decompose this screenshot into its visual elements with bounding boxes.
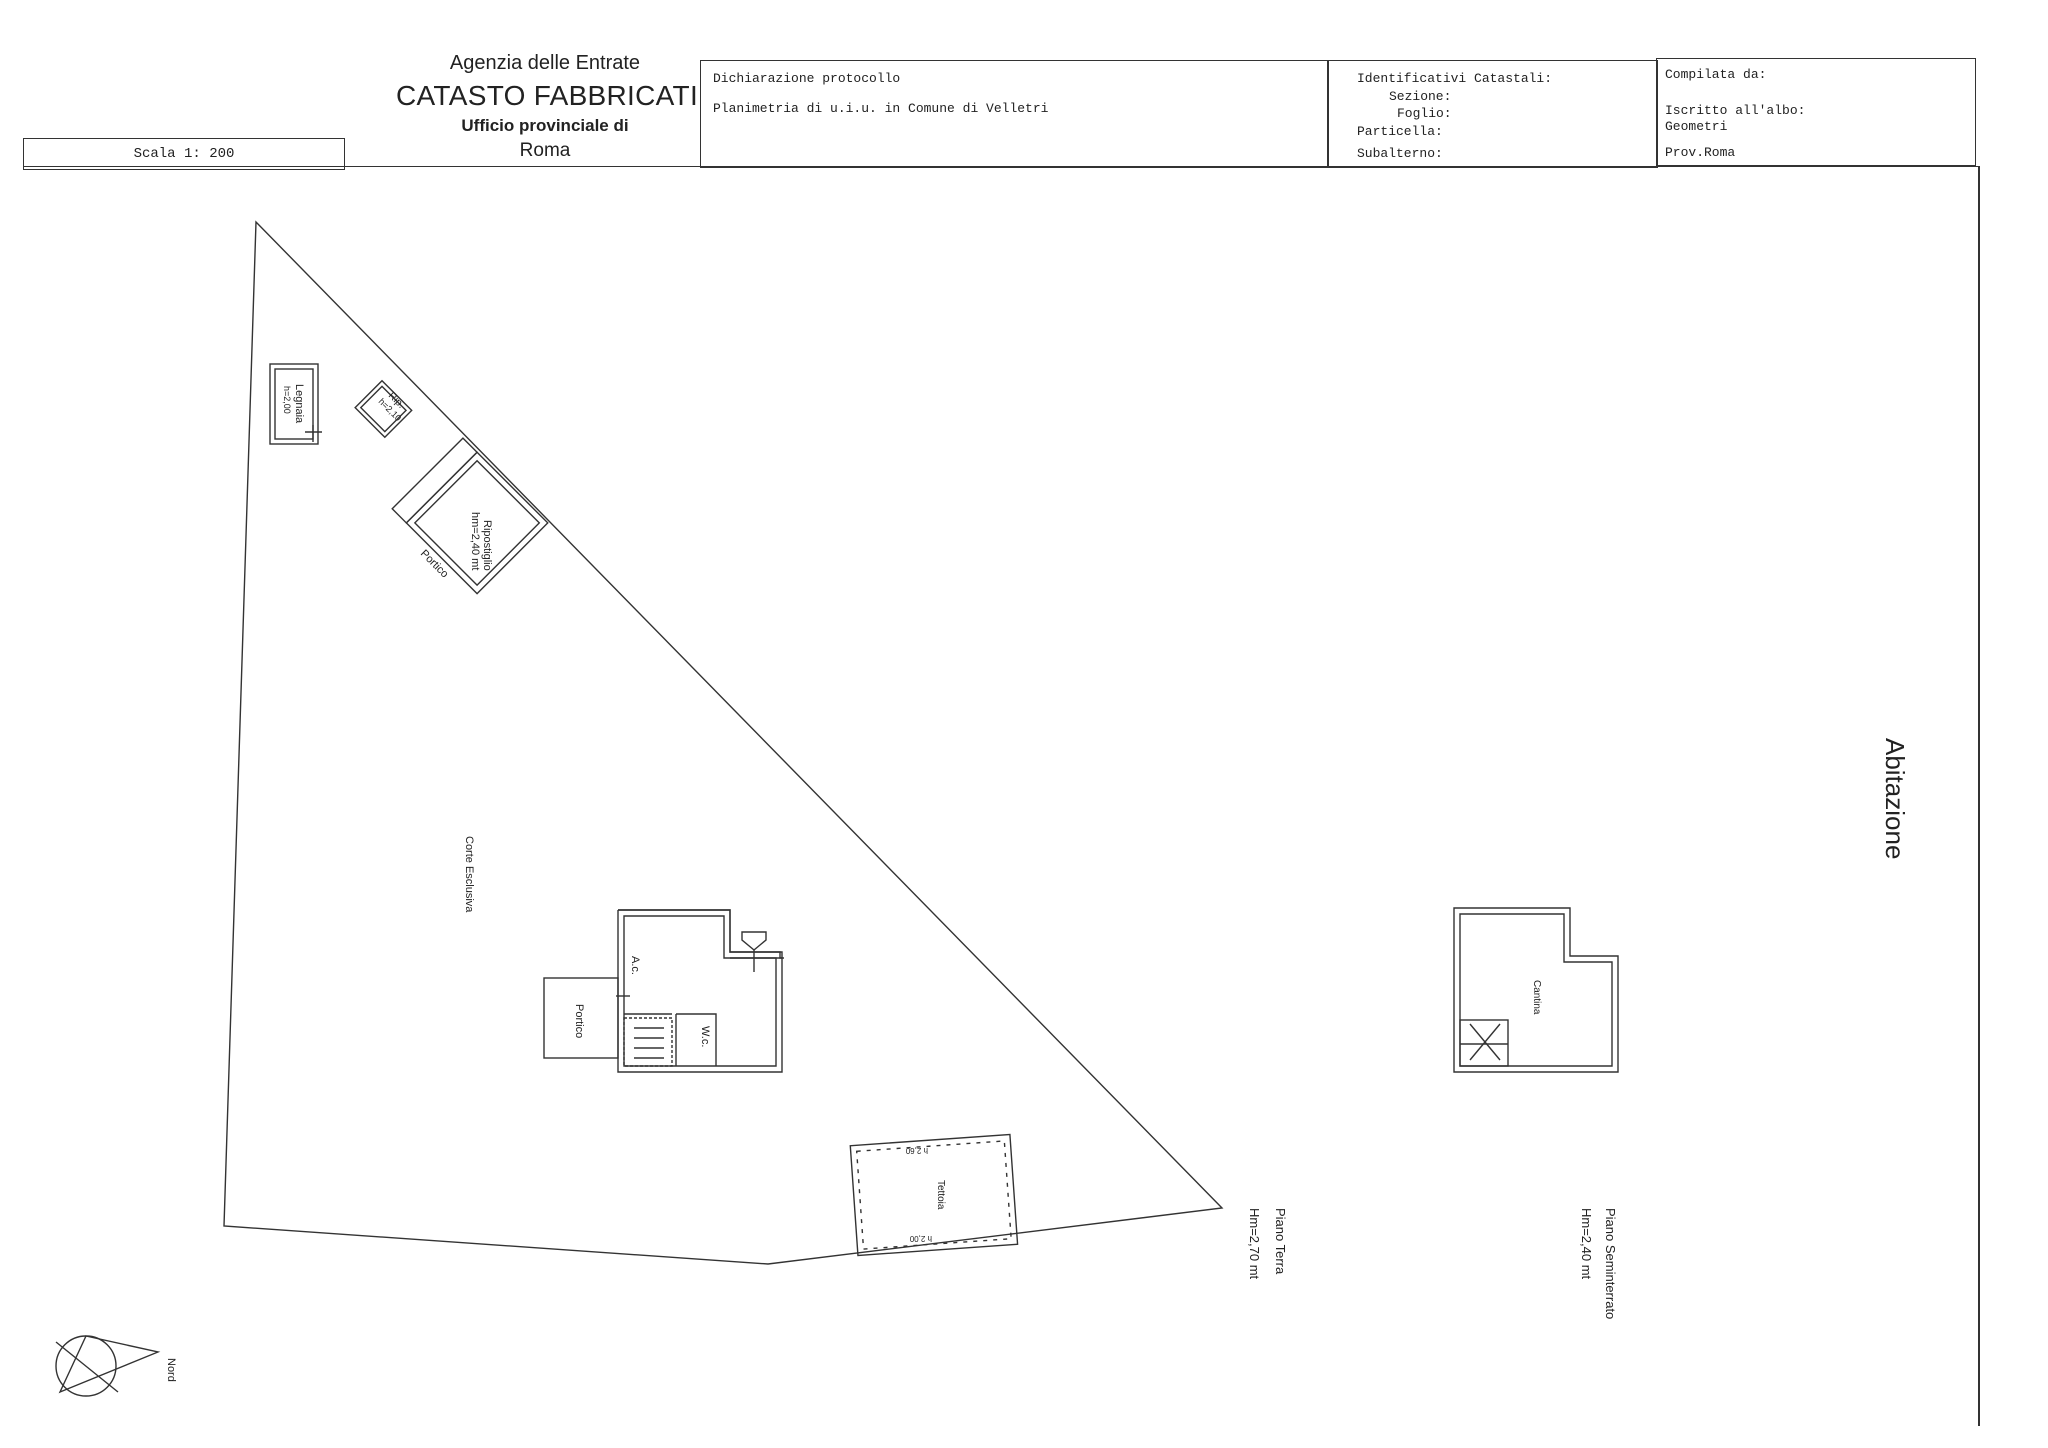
frame-top-line: [23, 166, 1979, 167]
wc-label: W.c.: [699, 1026, 711, 1047]
office-label: Ufficio provinciale di: [461, 116, 629, 135]
ripostiglio-height: hm=2,40 mt: [469, 512, 481, 570]
tettoia-h2: h 2,00: [909, 1234, 932, 1243]
portico-small-label: Portico: [418, 548, 451, 581]
piano-terra-height: Hm=2,70 mt: [1247, 1208, 1262, 1280]
legnaia-height: h=2,00: [282, 386, 292, 414]
scale-label: Scala 1: 200: [133, 146, 235, 162]
document-title: CATASTO FABBRICATI: [396, 80, 699, 111]
legnaia-label: Legnaia: [293, 384, 305, 424]
corte-label: Corte Esclusiva: [463, 836, 475, 913]
particella-label: Particella:: [1357, 124, 1443, 139]
ripostiglio-label: Ripostiglio: [481, 520, 493, 571]
protocol-label: Dichiarazione protocollo: [713, 71, 901, 86]
compiled-box: Compilata da: Iscritto all'albo: Geometr…: [1656, 58, 1976, 166]
seminterrato-height: Hm=2,40 mt: [1579, 1208, 1594, 1280]
ac-label: A.c.: [629, 956, 641, 975]
portico-ground-label: Portico: [573, 1004, 585, 1038]
compiled-title: Compilata da:: [1665, 67, 1767, 82]
scale-box: Scala 1: 200: [23, 138, 345, 170]
legnaia-shed: [269, 363, 319, 445]
ground-floor-house: [616, 909, 784, 1073]
north-label: Nord: [165, 1358, 177, 1382]
province-name: Roma: [519, 140, 571, 161]
albo-label: Iscritto all'albo:: [1665, 103, 1806, 118]
abitazione-label: Abitazione: [1880, 738, 1910, 859]
foglio-label: Foglio:: [1397, 106, 1452, 121]
north-compass: [55, 1335, 161, 1397]
seminterrato-label: Piano Seminterrato: [1603, 1208, 1618, 1319]
basement-cellar: [1453, 907, 1619, 1073]
tettoia-h1: h 2,60: [905, 1146, 928, 1155]
cantina-label: Cantina: [1531, 980, 1542, 1015]
rip-storage: [354, 379, 413, 439]
compiled-province: Prov.Roma: [1665, 145, 1736, 160]
tettoia-label: Tettoia: [935, 1180, 946, 1210]
identifiers-title: Identificativi Catastali:: [1357, 71, 1553, 86]
frame-right-line: [1978, 166, 1980, 1426]
plan-label: Planimetria di u.i.u. in Comune di Velle…: [713, 101, 1049, 116]
portico-small: [391, 437, 479, 524]
portico-ground: [543, 977, 619, 1059]
agency-name: Agenzia delle Entrate: [449, 52, 641, 74]
piano-terra-label: Piano Terra: [1273, 1208, 1288, 1275]
subalterno-label: Subalterno:: [1357, 146, 1443, 161]
profession-label: Geometri: [1665, 119, 1728, 134]
lot-boundary: [223, 220, 1224, 1265]
declaration-box: Dichiarazione protocollo Planimetria di …: [700, 60, 1328, 168]
sezione-label: Sezione:: [1389, 89, 1452, 104]
tettoia-canopy: [849, 1133, 1019, 1257]
identifiers-box: Identificativi Catastali: Sezione: Fogli…: [1328, 60, 1658, 168]
